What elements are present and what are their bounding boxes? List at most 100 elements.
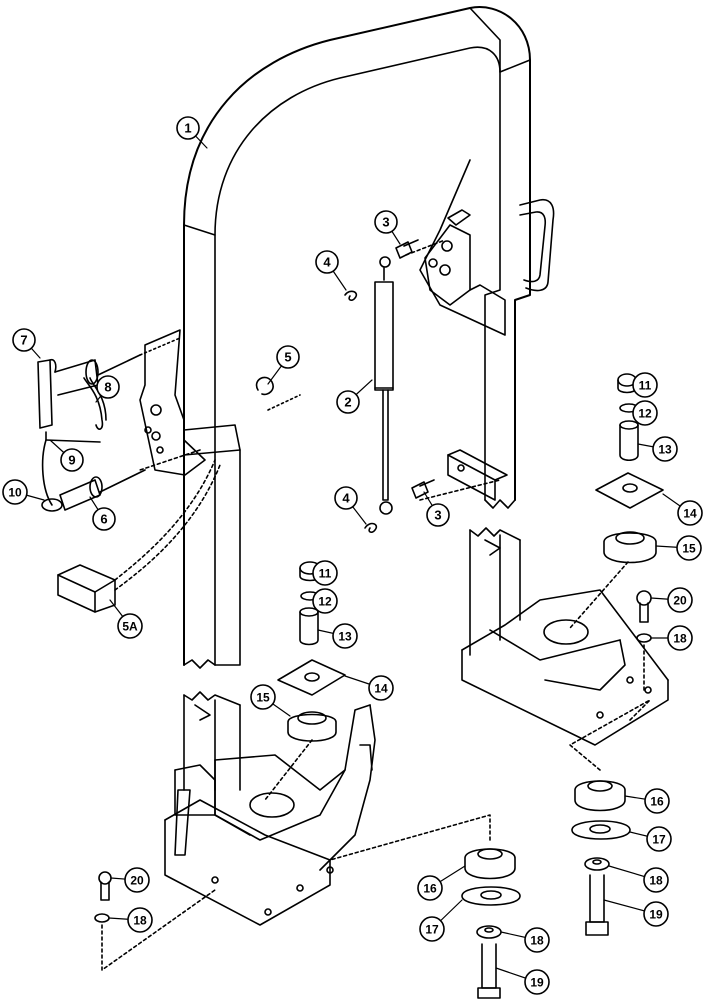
callout-circle — [667, 625, 693, 651]
upper-bolt-leader — [405, 239, 446, 256]
callout-label: 5 — [284, 350, 291, 365]
lower-right-stack — [569, 699, 651, 936]
bolt-lower — [411, 479, 435, 499]
callout-c11a: 11 — [312, 560, 338, 586]
callout-circle — [632, 400, 658, 426]
callout-circle — [643, 901, 669, 927]
callout-circle — [60, 448, 84, 472]
callout-label: 15 — [682, 542, 696, 556]
callout-c19b: 19 — [603, 899, 669, 927]
bolt-leader — [419, 479, 501, 501]
callout-label: 13 — [658, 443, 672, 457]
callout-circle — [643, 867, 669, 893]
callout-circle — [632, 372, 658, 398]
callout-c12a: 12 — [312, 588, 338, 614]
retaining-ring — [255, 376, 274, 396]
bolt-20-left — [94, 871, 216, 971]
callout-label: 11 — [319, 567, 332, 581]
callout-label: 15 — [256, 691, 270, 705]
callout-c3b: 3 — [423, 491, 450, 527]
callout-label: 19 — [649, 908, 663, 922]
callout-label: 3 — [434, 508, 441, 523]
callout-label: 8 — [104, 380, 111, 395]
left-lower-leg — [183, 691, 241, 791]
callout-label: 9 — [68, 453, 75, 468]
callout-label: 16 — [423, 882, 437, 896]
callout-c5A: 5A — [109, 599, 143, 639]
callout-c20b: 20 — [110, 867, 150, 893]
callout-c14a: 14 — [344, 675, 394, 701]
callout-label: 20 — [130, 874, 144, 888]
callout-circle — [644, 788, 670, 814]
callout-label: 19 — [530, 976, 544, 990]
right-lower-leg — [469, 527, 521, 656]
lower-hinge-bracket — [447, 449, 508, 501]
callout-label: 2 — [344, 395, 351, 410]
callout-c1: 1 — [176, 116, 208, 149]
callout-label: 16 — [650, 795, 664, 809]
callout-label: 12 — [638, 407, 652, 421]
callout-c6: 6 — [89, 496, 116, 531]
callout-c13a: 13 — [317, 623, 358, 649]
roll-bar-frame — [183, 6, 555, 669]
callout-c16b: 16 — [624, 788, 670, 814]
callout-c19a: 19 — [495, 967, 550, 995]
callout-label: 18 — [673, 632, 687, 646]
callout-label: 17 — [425, 923, 439, 937]
callout-circle — [92, 507, 116, 531]
right-base-leader — [629, 699, 651, 721]
callout-circle — [127, 907, 153, 933]
callout-label: 14 — [683, 507, 697, 521]
callout-label: 1 — [184, 121, 191, 136]
callout-circle — [12, 328, 36, 352]
callout-c4a: 4 — [315, 250, 347, 291]
callout-circle — [417, 875, 443, 901]
callout-label: 18 — [649, 874, 663, 888]
callout-circle — [312, 560, 338, 586]
callout-c7: 7 — [12, 328, 41, 359]
pin-assembly — [37, 337, 181, 512]
callout-circle — [315, 250, 339, 274]
callout-label: 3 — [382, 215, 389, 230]
callout-c10: 10 — [2, 479, 45, 505]
right-base-mount — [461, 589, 669, 746]
callout-circle — [276, 345, 300, 369]
callout-circle — [336, 390, 360, 414]
callout-circle — [667, 587, 693, 613]
callout-circle — [2, 479, 28, 505]
callout-c16a: 16 — [417, 865, 466, 901]
callout-label: 10 — [8, 486, 22, 500]
callout-c18a: 18 — [500, 927, 550, 953]
callout-c17b: 17 — [629, 826, 672, 852]
callout-c2: 2 — [336, 379, 373, 414]
callout-label: 13 — [338, 630, 352, 644]
callout-circle — [676, 535, 702, 561]
callout-label: 6 — [100, 512, 107, 527]
callout-c20a: 20 — [650, 587, 693, 613]
callout-c18c: 18 — [650, 625, 693, 651]
callout-c15a: 15 — [250, 684, 291, 717]
callout-label: 17 — [652, 833, 666, 847]
callout-label: 14 — [374, 682, 388, 696]
callout-c13b: 13 — [637, 436, 678, 462]
bolt-20-right — [636, 590, 652, 691]
callout-circle — [677, 500, 703, 526]
upper-hinge-bracket — [419, 159, 506, 336]
callout-circle — [250, 684, 276, 710]
callout-circle — [332, 623, 358, 649]
pin-leader — [139, 449, 201, 471]
callout-c3a: 3 — [374, 210, 401, 245]
clip-lower — [364, 522, 378, 533]
callout-circle — [124, 867, 150, 893]
callout-label: 20 — [673, 594, 687, 608]
callout-c18b: 18 — [608, 865, 669, 893]
callout-circle — [334, 486, 358, 510]
gas-strut — [374, 256, 394, 515]
callout-label: 4 — [323, 255, 331, 270]
callout-circle — [524, 927, 550, 953]
callout-c11b: 11 — [632, 372, 658, 398]
callout-label: 11 — [639, 379, 652, 393]
callout-c12b: 12 — [632, 400, 658, 426]
callout-c17a: 17 — [419, 899, 463, 942]
